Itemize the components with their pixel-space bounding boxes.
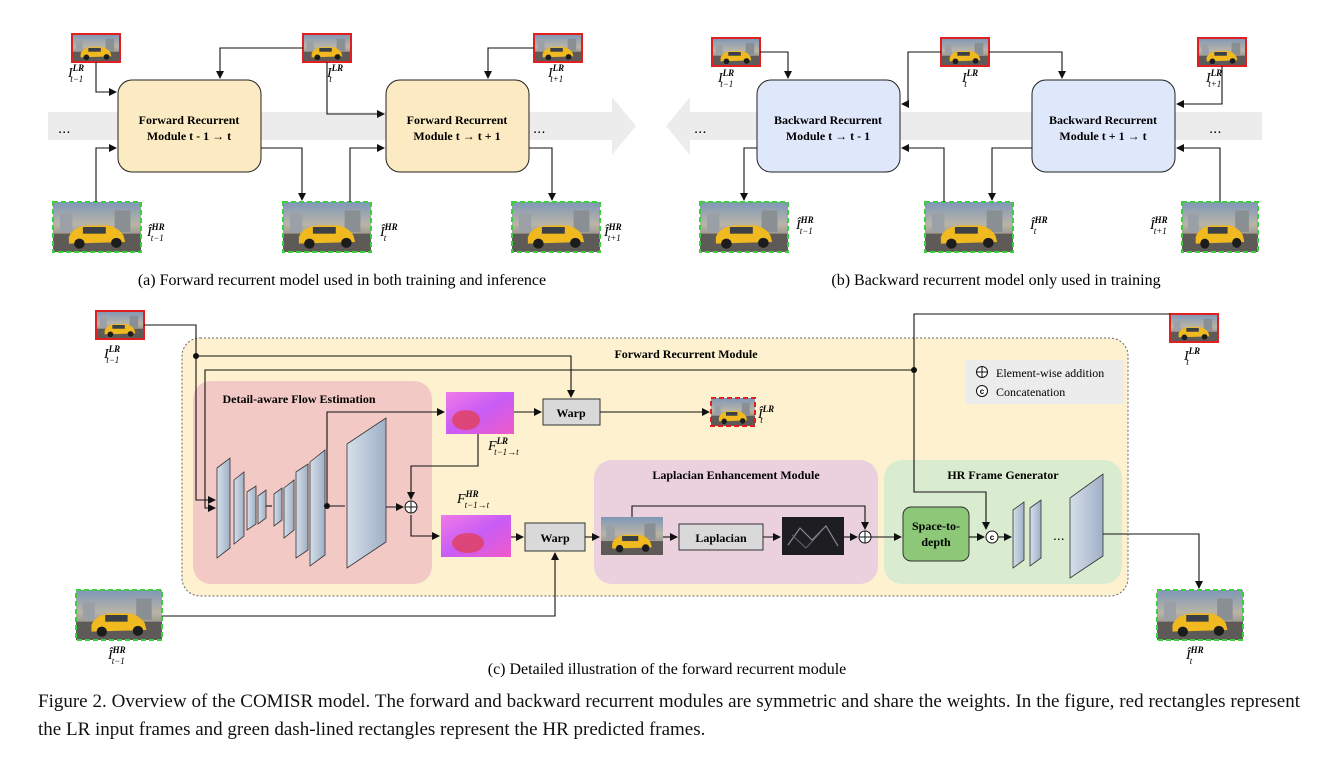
panel-c-arrows (144, 313, 1203, 617)
backward-module-1 (756, 79, 901, 173)
laplacian-residual (782, 517, 844, 555)
warp-box-hr (524, 522, 586, 552)
warped-hr-frame (601, 517, 663, 555)
space-to-depth-box (902, 506, 970, 562)
warp-label-hr: Warp (540, 531, 570, 545)
panel-a: ... ... Forward Recurrent Module t - 1 →… (48, 33, 636, 289)
hr-frame-b-tp1 (1181, 201, 1259, 253)
add-node-lem (858, 530, 872, 544)
backward-module-2 (1031, 79, 1176, 173)
lr-frame-a-t (302, 33, 352, 63)
ellipsis-b-right: ... (1209, 120, 1222, 137)
figure-caption: Figure 2. Overview of the COMISR model. … (38, 691, 1300, 740)
flow-estimation-title: Detail-aware Flow Estimation (222, 392, 375, 406)
caption-c: (c) Detailed illustration of the forward… (488, 661, 847, 678)
caption-b: (b) Backward recurrent model only used i… (831, 272, 1160, 289)
lr-frame-c-t (1169, 313, 1219, 343)
hr-gen-dots: ... (1053, 527, 1065, 543)
warped-lr-frame (710, 397, 756, 427)
forward-recurrent-module-title: Forward Recurrent Module (614, 347, 758, 361)
caption-a: (a) Forward recurrent model used in both… (138, 272, 546, 289)
backward-module-1-line1: Backward Recurrent (774, 113, 882, 127)
forward-module-1-line2: Module t - 1 → t (147, 129, 231, 143)
hr-frame-c-out (1156, 589, 1244, 641)
laplacian-label: Laplacian (695, 531, 747, 545)
laplacian-box (678, 523, 764, 551)
concatenation-icon (976, 385, 988, 397)
figure-canvas: ... ... Forward Recurrent Module t - 1 →… (48, 33, 1262, 678)
forward-module-2-line2: Module t → t + 1 (413, 129, 500, 143)
hr-frame-b-t (924, 201, 1014, 253)
backward-module-1-line2: Module t → t - 1 (786, 129, 870, 143)
hr-generator-title: HR Frame Generator (947, 468, 1059, 482)
warp-label-lr: Warp (556, 406, 586, 420)
hr-frame-a-t (282, 201, 372, 253)
legend-addition-label: Element-wise addition (996, 366, 1104, 380)
flow-net-layers (216, 417, 387, 569)
svg-text:c: c (990, 533, 995, 542)
panel-b-arrows (740, 51, 1223, 202)
forward-module-1-line1: Forward Recurrent (139, 113, 240, 127)
flow-map-hr (441, 515, 511, 557)
svg-text:c: c (980, 387, 985, 396)
lr-frame-b-t (940, 37, 990, 67)
hr-frame-b-tm1 (699, 201, 789, 253)
add-node-flow (404, 500, 418, 514)
lr-frame-c-tm1 (95, 310, 145, 340)
ellipsis-right: ... (533, 120, 546, 137)
lr-frame-a-tp1 (533, 33, 583, 63)
lr-frame-a-tm1 (71, 33, 121, 63)
panel-b: ... ... Backward Recurrent Module t → t … (666, 37, 1262, 289)
warp-box-lr (542, 398, 601, 426)
lr-frame-b-tm1 (711, 37, 761, 67)
forward-module-2-line1: Forward Recurrent (407, 113, 508, 127)
hr-gen-layers (1012, 473, 1104, 579)
concat-node: c (985, 530, 999, 544)
backward-module-2-line1: Backward Recurrent (1049, 113, 1157, 127)
legend-concat-label: Concatenation (996, 385, 1065, 399)
ellipsis-b-left: ... (694, 120, 707, 137)
legend: Element-wise addition c Concatenation (966, 360, 1124, 404)
lr-frame-b-tp1 (1197, 37, 1247, 67)
backward-direction-arrow (666, 97, 1262, 155)
forward-direction-arrow (48, 97, 636, 155)
hr-frame-a-tp1 (511, 201, 601, 253)
panel-c: Forward Recurrent Module Detail-aware Fl… (75, 310, 1244, 678)
space-to-depth-line1: Space-to- (912, 519, 960, 533)
forward-module-2 (385, 79, 530, 173)
backward-module-2-line2: Module t + 1 → t (1059, 129, 1146, 143)
laplacian-module-title: Laplacian Enhancement Module (652, 468, 820, 482)
space-to-depth-line2: depth (921, 535, 951, 549)
hr-frame-c-prev (75, 589, 163, 641)
forward-module-1 (117, 79, 262, 173)
ellipsis-left: ... (58, 120, 71, 137)
hr-frame-a-tm1 (52, 201, 142, 253)
panel-a-arrows (95, 47, 556, 202)
flow-map-lr (446, 392, 514, 434)
